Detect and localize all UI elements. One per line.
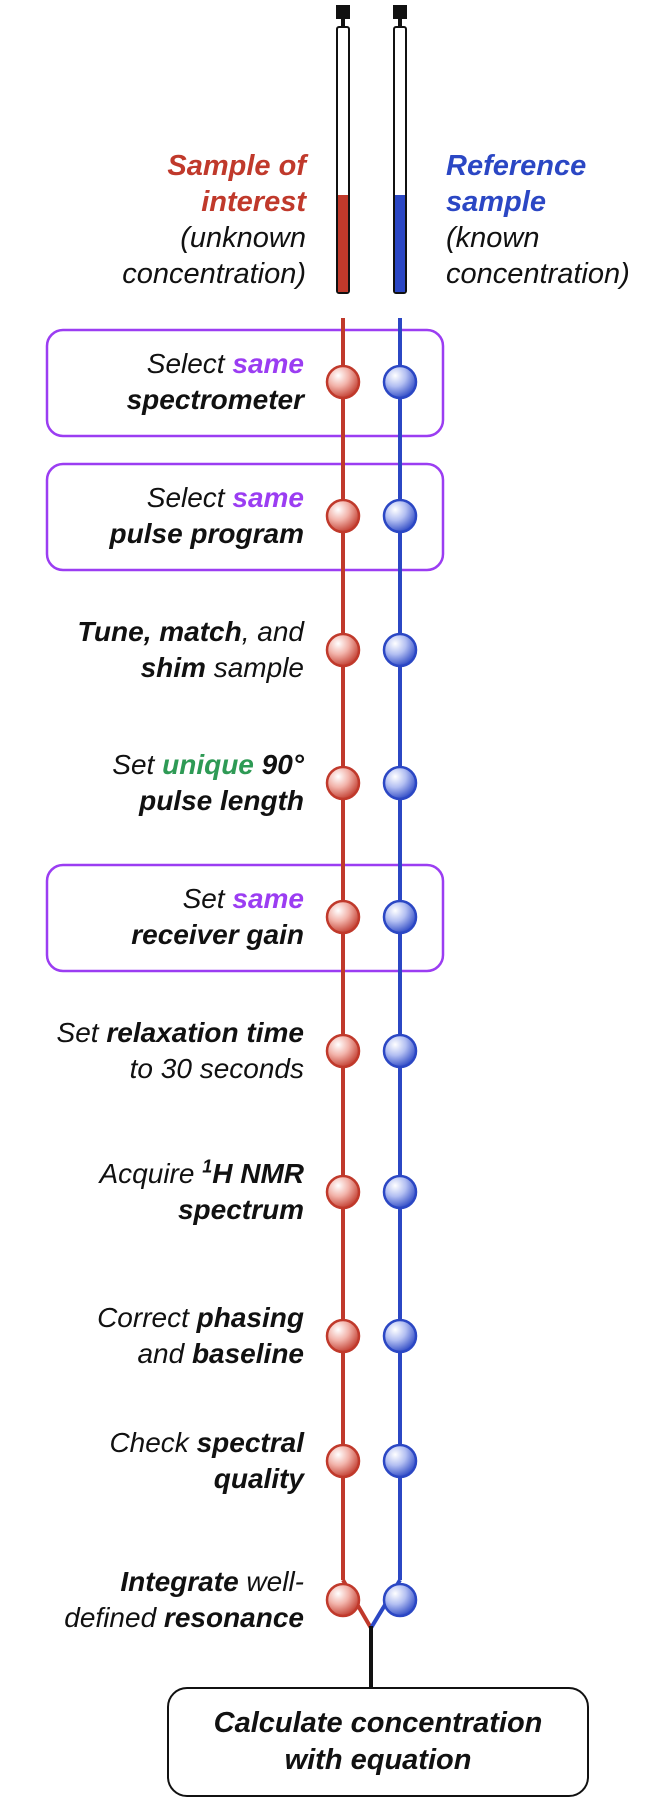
reference-node (382, 498, 418, 534)
step-label-text: pulse program (109, 518, 304, 549)
sample-node (325, 899, 361, 935)
step-label-text: Set (112, 749, 163, 780)
step-label-text: Select (146, 482, 233, 513)
step-label-text: Acquire (99, 1158, 203, 1189)
step-label-text: Check (109, 1427, 197, 1458)
step-label: Tune, match, and shim sample (0, 614, 304, 686)
reference-title-line2: sample (446, 186, 546, 218)
step-label: Set unique 90° pulse length (0, 747, 304, 819)
sample-tube (336, 5, 350, 294)
sample-tube-cap (336, 5, 350, 19)
reference-node (382, 1318, 418, 1354)
sample-sub-line1: (unknown (180, 222, 306, 254)
reference-node (382, 1033, 418, 1069)
final-box: Calculate concentration with equation (167, 1687, 589, 1797)
sample-node (325, 364, 361, 400)
step-label-text: Correct (97, 1302, 197, 1333)
sample-node (325, 1033, 361, 1069)
reference-node (382, 899, 418, 935)
reference-header: Reference sample (known concentration) (446, 148, 664, 292)
step-label-text: defined (64, 1602, 164, 1633)
final-line2: with equation (284, 1744, 472, 1776)
sample-node (325, 1582, 361, 1618)
step-label: Select same pulse program (0, 480, 304, 552)
step-label-text: Select (146, 348, 233, 379)
step-label: Set relaxation time to 30 seconds (0, 1015, 304, 1087)
step-label-text: H NMR (212, 1158, 304, 1189)
sample-title-line1: Sample of (167, 150, 306, 182)
step-nodes (325, 364, 418, 1618)
reference-node (382, 364, 418, 400)
step-label-text: spectrum (177, 1194, 304, 1225)
sample-header: Sample of interest (unknown concentratio… (100, 148, 306, 292)
reference-node (382, 632, 418, 668)
step-label-text: and (137, 1338, 192, 1369)
step-label-text: receiver gain (131, 919, 304, 950)
sample-tube-neck (341, 18, 345, 28)
step-label-text: 90° (253, 749, 304, 780)
reference-node (382, 1174, 418, 1210)
step-label-text: same (232, 883, 304, 914)
step-label-text: unique (162, 749, 254, 780)
reference-tube-neck (398, 18, 402, 28)
sample-node (325, 632, 361, 668)
reference-sub-line2: concentration) (446, 258, 630, 290)
step-label-text: same (232, 482, 304, 513)
step-label-text: Integrate (120, 1566, 239, 1597)
sample-title-line2: interest (201, 186, 306, 218)
step-label-text: spectral (196, 1427, 304, 1458)
step-label: Integrate well-defined resonance (0, 1564, 304, 1636)
sample-node (325, 1174, 361, 1210)
step-label-text: spectrometer (126, 384, 304, 415)
sample-tube-liquid (338, 195, 348, 292)
step-label-text: , and (241, 616, 304, 647)
sample-node (325, 1318, 361, 1354)
step-label-text: Tune, match (77, 616, 242, 647)
step-label-text: Set (182, 883, 233, 914)
sample-node (325, 1443, 361, 1479)
step-label-text: shim (140, 652, 206, 683)
step-label: Acquire 1H NMR spectrum (0, 1156, 305, 1228)
final-line1: Calculate concentration (213, 1707, 543, 1739)
step-label-text: same (232, 348, 304, 379)
sample-node (325, 765, 361, 801)
step-label-text: quality (213, 1463, 304, 1494)
step-label-text: to 30 seconds (129, 1053, 304, 1084)
reference-sub-line1: (known (446, 222, 540, 254)
step-label-text: baseline (191, 1338, 304, 1369)
step-label-text: relaxation time (106, 1017, 304, 1048)
step-label: Set same receiver gain (0, 881, 304, 953)
step-label-text: resonance (163, 1602, 304, 1633)
step-label-text: pulse length (139, 785, 304, 816)
reference-node (382, 765, 418, 801)
step-label-text: 1 (202, 1156, 213, 1177)
step-label-text: well- (238, 1566, 304, 1597)
reference-tube-cap (393, 5, 407, 19)
sample-sub-line2: concentration) (122, 258, 306, 290)
sample-node (325, 498, 361, 534)
step-label: Select same spectrometer (0, 346, 304, 418)
step-label-text: phasing (196, 1302, 304, 1333)
reference-tube (393, 5, 407, 294)
reference-tube-liquid (395, 195, 405, 292)
step-label: Check spectral quality (0, 1425, 304, 1497)
step-label-text: sample (205, 652, 304, 683)
reference-title-line1: Reference (446, 150, 587, 182)
reference-node (382, 1443, 418, 1479)
reference-node (382, 1582, 418, 1618)
step-label-text: Set (56, 1017, 107, 1048)
